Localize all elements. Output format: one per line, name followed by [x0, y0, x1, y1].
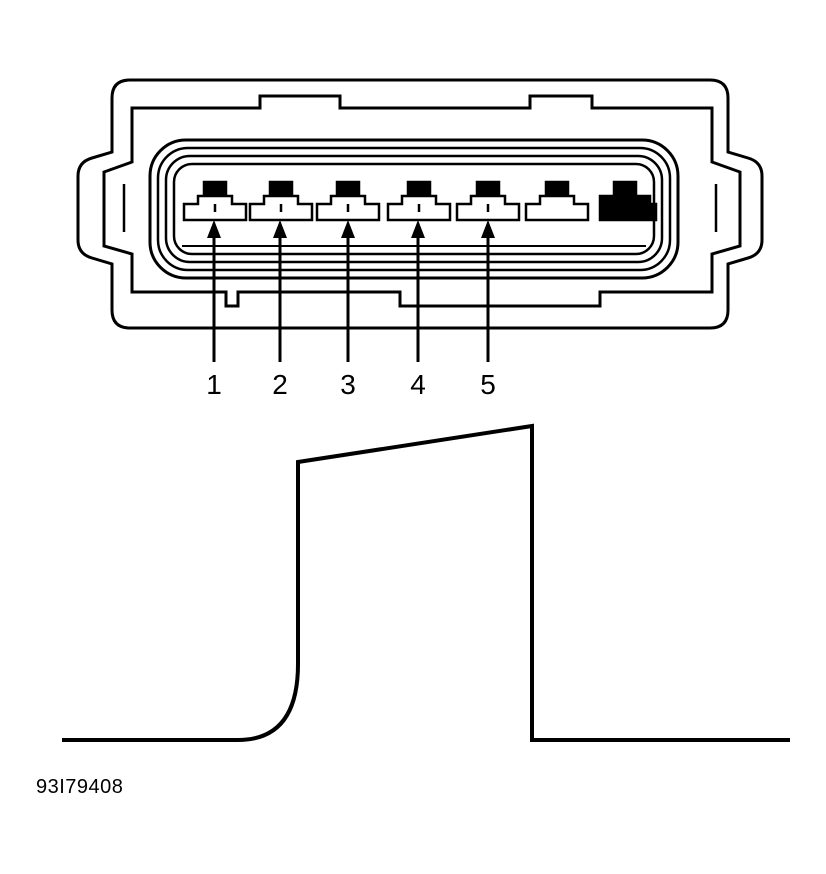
pin-2-arrow [273, 220, 287, 362]
waveform-trace [62, 423, 790, 742]
pin-5-arrow [481, 220, 495, 362]
mating-face-outline-3 [164, 154, 664, 264]
pin-4-arrow [411, 220, 425, 362]
connector-outer-housing [76, 78, 764, 330]
terminal-1 [182, 180, 248, 222]
terminal-6 [524, 180, 590, 222]
pin-label-1: 1 [206, 369, 222, 400]
terminal-2 [248, 180, 314, 222]
terminal-row [182, 180, 658, 222]
pin-1-arrow [207, 220, 221, 362]
mating-face-outline-2 [156, 146, 672, 272]
pin-arrows [207, 220, 495, 362]
terminal-7-blocked [598, 180, 658, 222]
pin-label-3: 3 [340, 369, 356, 400]
pin-3-arrow [341, 220, 355, 362]
mating-face-outline-1 [148, 138, 680, 280]
pin-label-5: 5 [480, 369, 496, 400]
pin-label-4: 4 [410, 369, 426, 400]
terminal-4 [386, 180, 452, 222]
terminal-5 [455, 180, 521, 222]
pin-label-2: 2 [272, 369, 288, 400]
terminal-3 [315, 180, 381, 222]
connector-inner-housing [102, 94, 742, 308]
figure-id: 93I79408 [36, 776, 124, 798]
